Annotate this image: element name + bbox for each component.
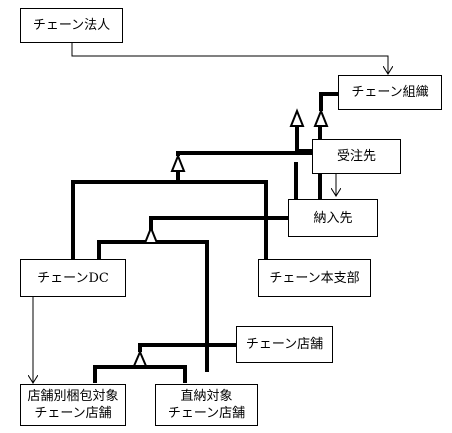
node-chain-corp-label: チェーン法人	[32, 18, 111, 33]
node-delivery: 納入先	[288, 199, 378, 237]
generalization-head-store	[132, 349, 148, 367]
node-chain-store: チェーン店舗	[236, 326, 333, 363]
node-chain-hq-label: チェーン本支部	[269, 270, 360, 286]
node-store-pack: 店舗別梱包対象 チェーン店舗	[20, 384, 126, 426]
node-direct-delivery: 直納対象 チェーン店舗	[155, 384, 258, 426]
node-orderer: 受注先	[312, 139, 401, 174]
generalization-link-orderer	[176, 151, 312, 156]
node-chain-hq: チェーン本支部	[258, 259, 371, 297]
node-chain-org-label: チェーン組織	[351, 85, 429, 100]
generalization-head-delivery	[313, 108, 329, 127]
generalization-head-delivery-2	[143, 225, 159, 244]
node-delivery-label: 納入先	[313, 210, 353, 226]
association-corp-to-org	[71, 43, 388, 74]
generalization-dc-hq-to-orderer	[71, 180, 268, 262]
node-chain-dc: チェーンDC	[20, 259, 126, 297]
node-direct-delivery-line-2: チェーン店舗	[167, 406, 246, 421]
node-orderer-label: 受注先	[336, 149, 376, 164]
generalization-link-store	[138, 343, 236, 352]
node-chain-store-label: チェーン店舗	[245, 337, 324, 352]
node-chain-org: チェーン組織	[338, 75, 442, 110]
node-direct-delivery-line-1: 直納対象	[180, 389, 233, 404]
node-chain-corp: チェーン法人	[20, 8, 123, 43]
node-chain-dc-label: チェーンDC	[37, 270, 109, 286]
generalization-subtypes-to-store	[93, 365, 187, 383]
generalization-orderer-to-org	[295, 126, 312, 153]
generalization-delivery-branch	[319, 92, 338, 111]
node-store-pack-line-1: 店舗別梱包対象	[27, 389, 119, 404]
generalization-head-orderer-2	[170, 153, 186, 172]
node-store-pack-line-2: チェーン店舗	[34, 406, 112, 421]
generalization-head-orderer	[289, 108, 305, 127]
